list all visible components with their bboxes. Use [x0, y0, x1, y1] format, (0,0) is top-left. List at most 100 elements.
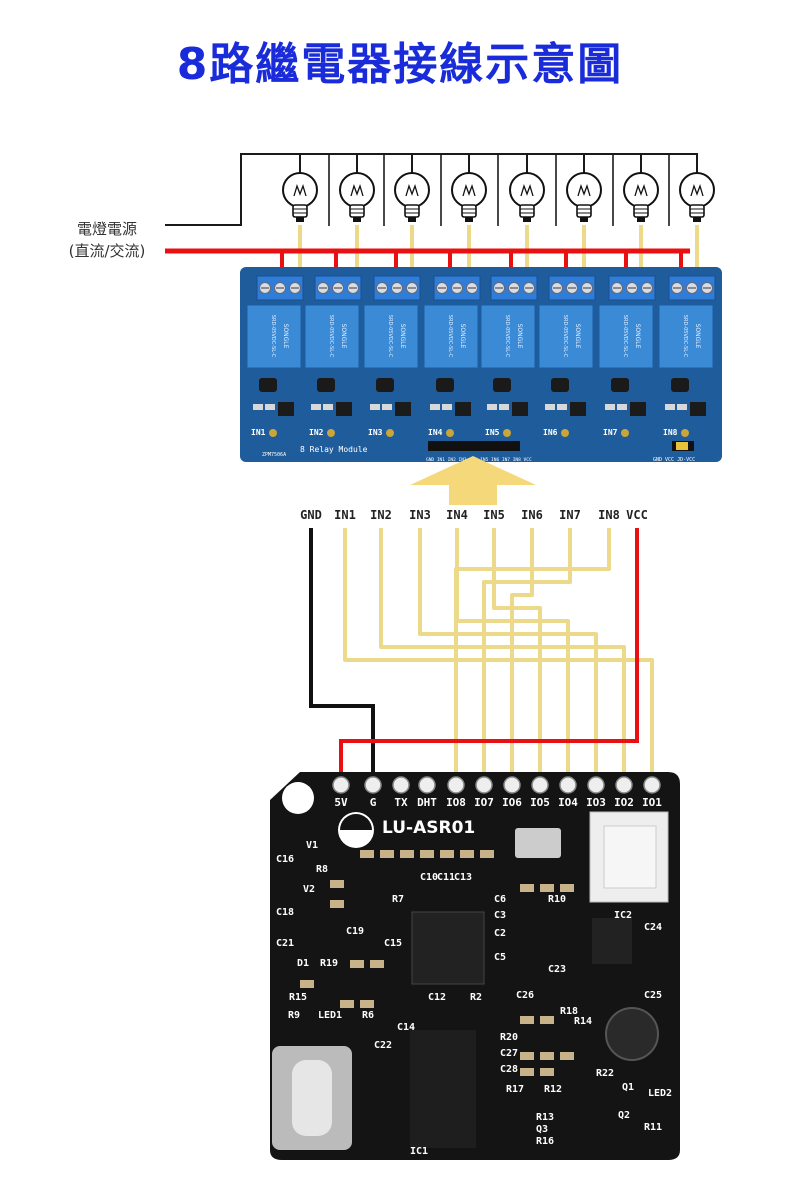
component-label: R8 — [316, 864, 328, 875]
pin-pad — [587, 776, 605, 794]
smd-part — [350, 960, 364, 968]
component-label: R13 — [536, 1112, 554, 1123]
smd-resistor — [253, 404, 263, 410]
component-label: C22 — [374, 1040, 392, 1051]
component-label: C27 — [500, 1048, 518, 1059]
optocoupler — [690, 402, 706, 416]
relay-pcb-code: ZPM7506A — [262, 452, 286, 458]
controller-pin-label: IO7 — [474, 796, 494, 809]
lightbulb-icon — [623, 172, 659, 222]
optocoupler — [630, 402, 646, 416]
smd-resistor — [323, 404, 333, 410]
component-label: C24 — [644, 922, 662, 933]
lightbulb-icon — [509, 172, 545, 222]
controller-pin-label: IO4 — [558, 796, 578, 809]
controller-name: LU-ASR01 — [382, 818, 475, 838]
component-label: C16 — [276, 854, 294, 865]
smd-part — [340, 1000, 354, 1008]
relay-input-label: IN1 — [251, 428, 266, 437]
component-label: IC2 — [614, 910, 632, 921]
lamp-power-label: 電燈電源 (直流/交流) — [52, 218, 162, 262]
mount-dot — [327, 429, 335, 437]
component-label: R11 — [644, 1122, 662, 1133]
component-label: C14 — [397, 1022, 415, 1033]
relay-input-label: IN5 — [485, 428, 500, 437]
component-label: C5 — [494, 952, 506, 963]
smd-resistor — [605, 404, 615, 410]
component-label: C23 — [548, 964, 566, 975]
lightbulb-icon — [451, 172, 487, 222]
controller-pin-label: IO8 — [446, 796, 466, 809]
relay-input-label: IN3 — [368, 428, 383, 437]
mount-dot — [503, 429, 511, 437]
transistor — [259, 378, 277, 392]
mount-dot — [561, 429, 569, 437]
signal-wires — [309, 528, 654, 778]
component-label: V2 — [303, 884, 315, 895]
component-label: LED1 — [318, 1010, 342, 1021]
in7-wire — [482, 528, 572, 778]
transistor — [551, 378, 569, 392]
relay-body — [246, 304, 302, 369]
transistor — [376, 378, 394, 392]
relay-brand-text: SONGLE — [282, 324, 289, 349]
in6-wire — [510, 528, 534, 778]
smd-part — [520, 1068, 534, 1076]
component-label: R18 — [560, 1006, 578, 1017]
ic1-chip — [410, 1030, 476, 1148]
component-label: C3 — [494, 910, 506, 921]
smd-part — [520, 1016, 534, 1024]
component-label: R6 — [362, 1010, 374, 1021]
component-label: C19 — [346, 926, 364, 937]
pin-pad — [418, 776, 436, 794]
smd-part — [460, 850, 474, 858]
component-label: C21 — [276, 938, 294, 949]
pin-label-in4: IN4 — [446, 508, 468, 522]
smd-resistor — [677, 404, 687, 410]
component-label: R15 — [289, 992, 307, 1003]
lightbulb-icon — [339, 172, 375, 222]
relay-model-text: SRD-05VDC-SL-C — [387, 315, 393, 358]
transistor — [671, 378, 689, 392]
relay-brand-text: SONGLE — [694, 324, 701, 349]
relay-power-text: GND VCC JD-VCC — [653, 457, 695, 463]
component-label: Q1 — [622, 1082, 634, 1093]
pin-pad — [364, 776, 382, 794]
pin-label-in8: IN8 — [598, 508, 620, 522]
optocoupler — [570, 402, 586, 416]
in2-wire — [379, 528, 626, 778]
pin-label-in2: IN2 — [370, 508, 392, 522]
component-label: R2 — [470, 992, 482, 1003]
relay-input-label: IN4 — [428, 428, 443, 437]
component-label: R16 — [536, 1136, 554, 1147]
pin-pad — [531, 776, 549, 794]
component-label: C15 — [384, 938, 402, 949]
component-label: C6 — [494, 894, 506, 905]
transistor — [493, 378, 511, 392]
lamp-power-label-line2: (直流/交流) — [68, 242, 146, 260]
pin-label-in5: IN5 — [483, 508, 505, 522]
optocoupler — [512, 402, 528, 416]
mount-dot — [386, 429, 394, 437]
component-label: C2 — [494, 928, 506, 939]
relay-module-name: 8 Relay Module — [300, 445, 368, 454]
component-label: Q3 — [536, 1124, 548, 1135]
transistor — [436, 378, 454, 392]
lightbulb-icon — [282, 172, 318, 222]
component-label: R17 — [506, 1084, 524, 1095]
component-label: R22 — [596, 1068, 614, 1079]
component-label: R20 — [500, 1032, 518, 1043]
relay-input-label: IN7 — [603, 428, 618, 437]
pin-pad — [392, 776, 410, 794]
in8-wire — [454, 528, 611, 778]
relay-body — [480, 304, 536, 369]
controller-pin-label: 5V — [334, 796, 348, 809]
pin-label-vcc: VCC — [626, 508, 648, 522]
smd-part — [540, 884, 554, 892]
optocoupler — [455, 402, 471, 416]
